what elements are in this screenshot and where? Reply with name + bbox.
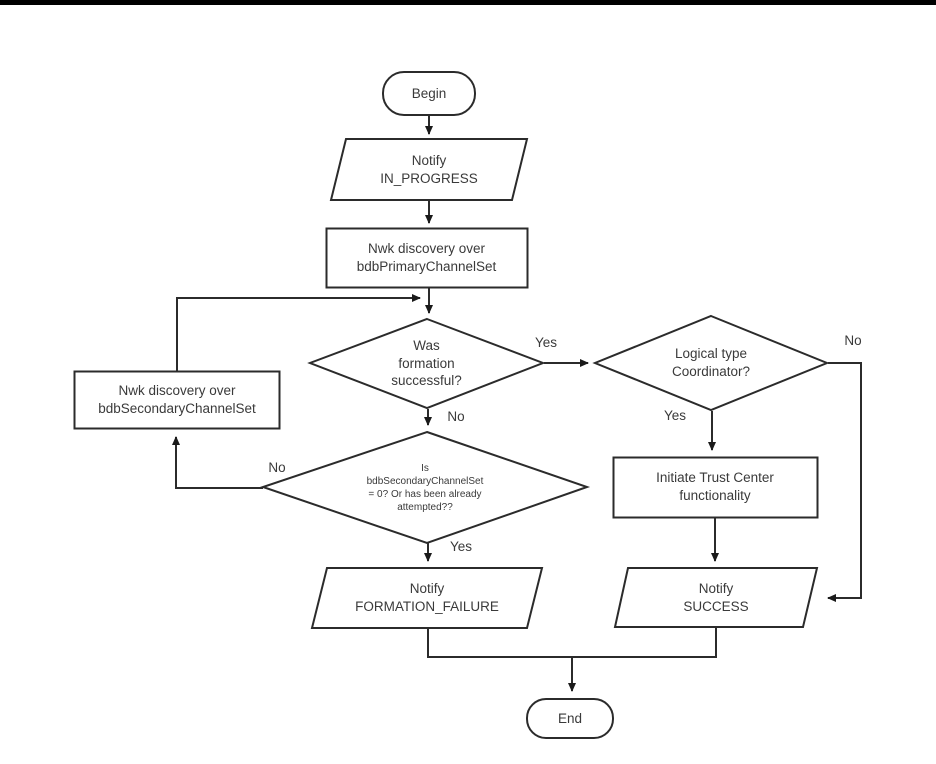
edge-failure-to-merge bbox=[427, 628, 572, 658]
end-terminator-shape bbox=[526, 698, 614, 739]
initiate-trust-center-shape bbox=[612, 456, 819, 519]
notify-in-progress-shape bbox=[329, 138, 529, 201]
begin-terminator-shape bbox=[382, 71, 476, 116]
secondary-channel-check-shape bbox=[259, 430, 591, 545]
logical-type-coordinator-shape bbox=[592, 314, 830, 412]
top-border-bar bbox=[0, 0, 936, 5]
edge-secondary-check-no bbox=[172, 436, 263, 489]
nwk-discovery-primary-shape bbox=[325, 227, 529, 289]
edge-secondary-to-merge bbox=[176, 294, 421, 371]
edge-coordinator-no bbox=[827, 362, 862, 602]
notify-success-shape bbox=[613, 567, 819, 628]
was-formation-successful-shape bbox=[307, 317, 546, 410]
nwk-discovery-secondary-shape bbox=[73, 370, 281, 430]
edge-success-to-merge bbox=[572, 627, 717, 658]
flowchart-connectors bbox=[172, 115, 862, 692]
flowchart-shapes bbox=[73, 71, 830, 739]
notify-formation-failure-shape bbox=[310, 567, 544, 629]
